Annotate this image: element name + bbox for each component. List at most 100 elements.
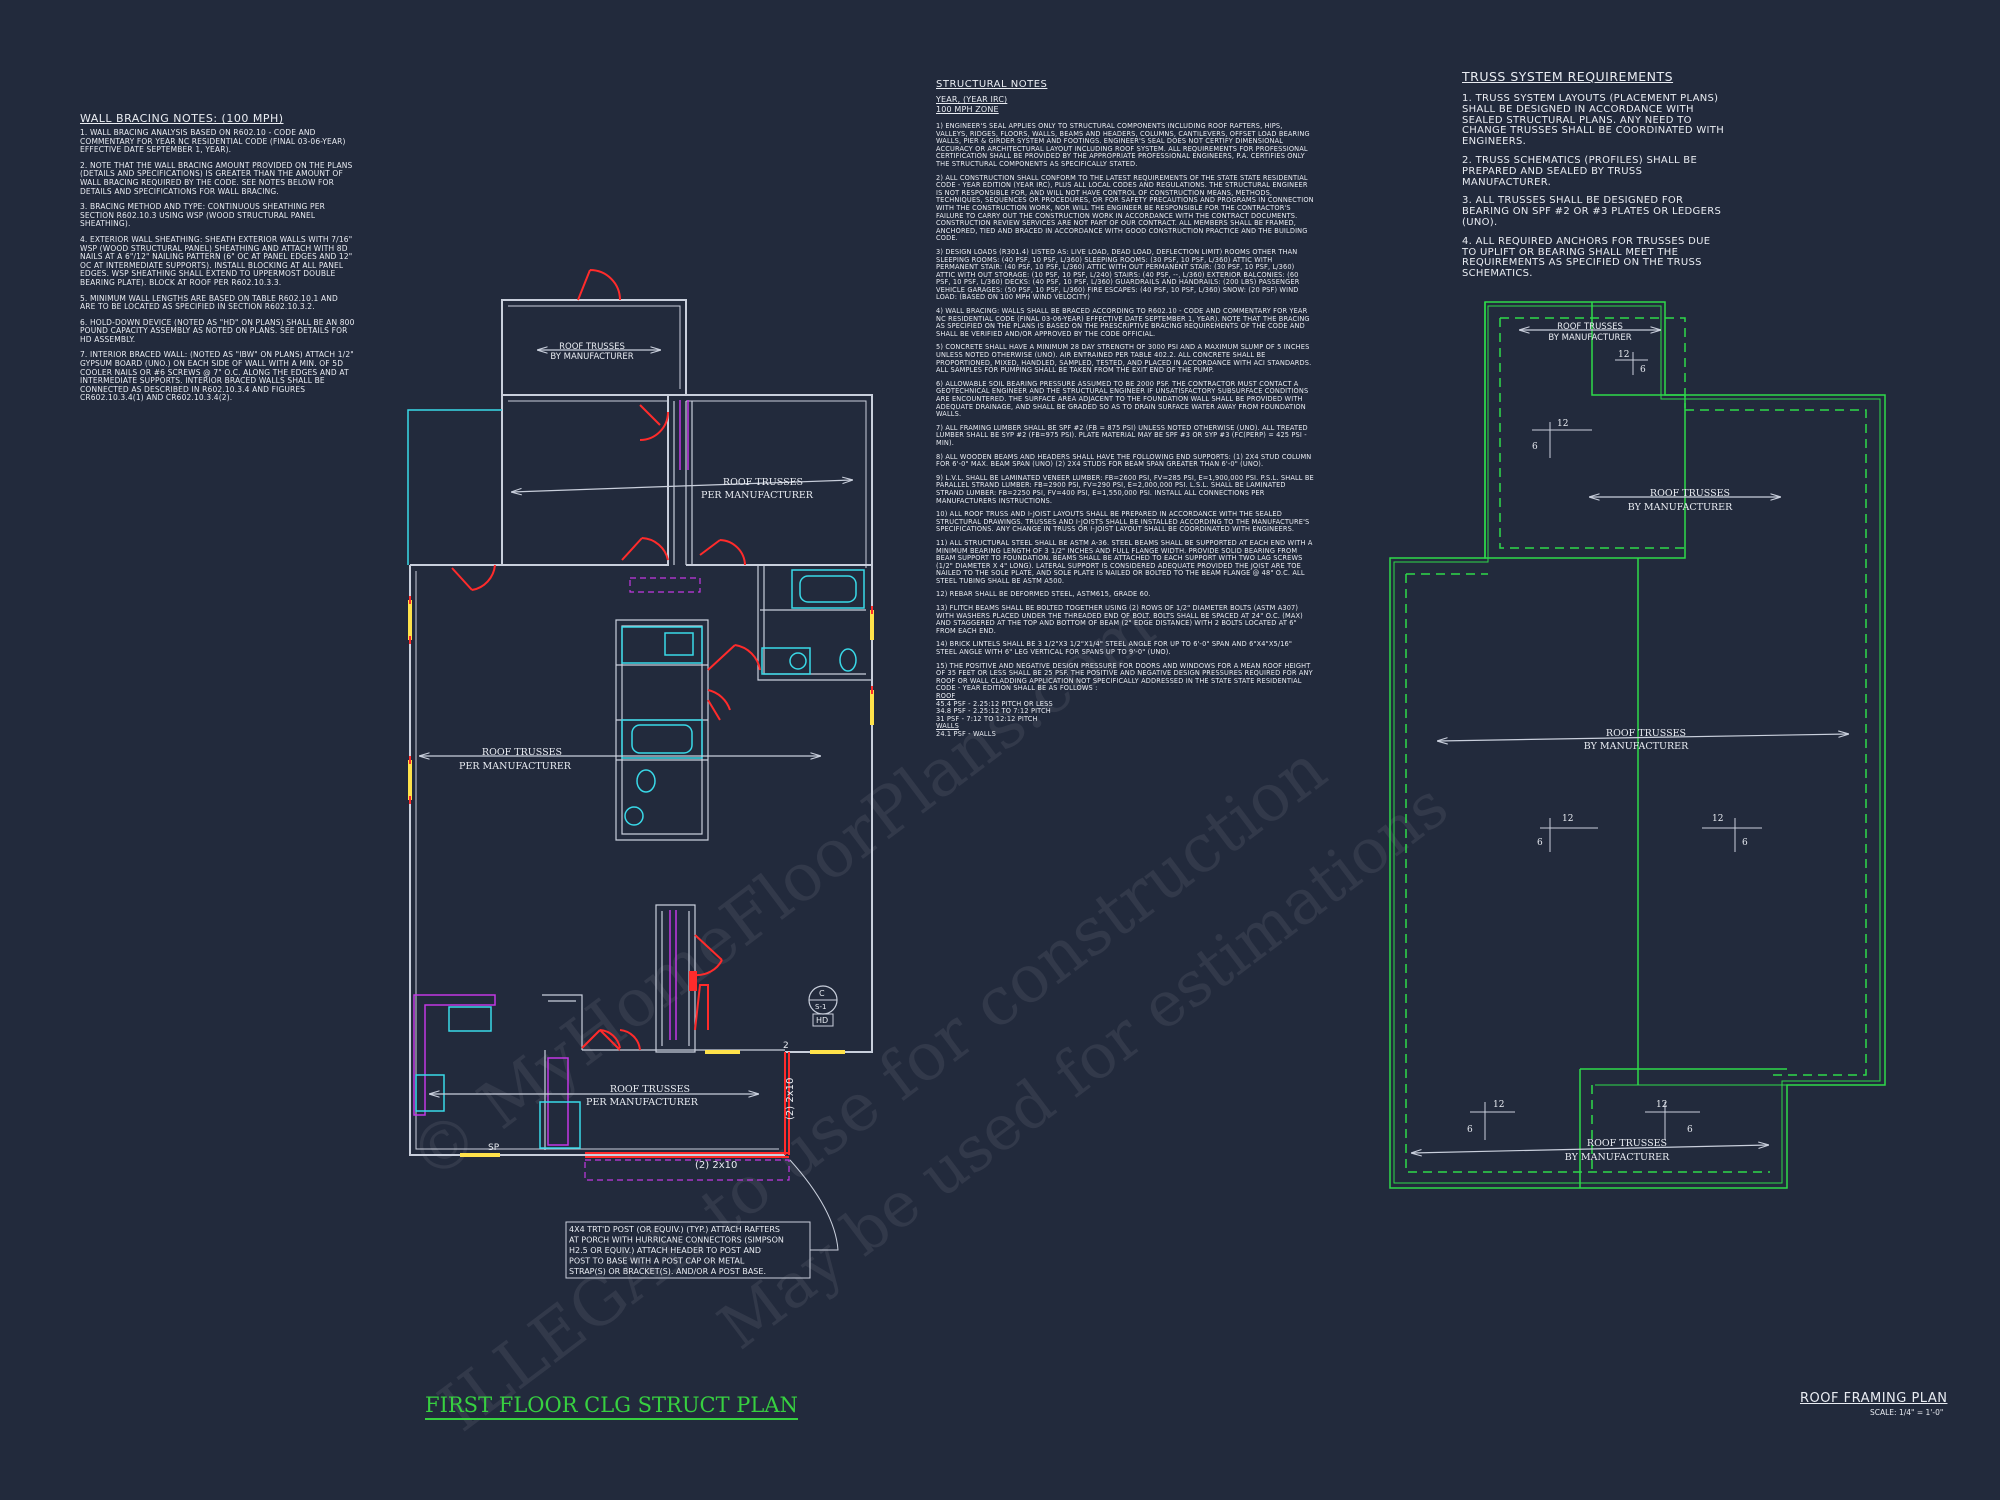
fridge bbox=[539, 1101, 581, 1149]
roof-pressure-line: 45.4 PSF - 2.25:12 PITCH OR LESS bbox=[936, 699, 1053, 708]
structural-note: 2) ALL CONSTRUCTION SHALL CONFORM TO THE… bbox=[936, 173, 1314, 243]
roof-gable-box bbox=[1484, 302, 1686, 559]
truss-requirement: 4. ALL REQUIRED ANCHORS FOR TRUSSES DUE … bbox=[1462, 235, 1711, 280]
door-bay bbox=[639, 404, 669, 441]
truss-label: PER MANUFACTURER bbox=[701, 490, 814, 501]
door-hall-2 bbox=[699, 539, 746, 566]
wall-bracing-notes: WALL BRACING NOTES: (100 MPH) 1. WALL BR… bbox=[80, 112, 355, 410]
roof-dashed-3 bbox=[1685, 409, 1867, 1076]
pitch-run: 6 bbox=[1532, 442, 1538, 452]
pitch-symbol bbox=[1645, 1102, 1700, 1140]
kitchen-sink bbox=[448, 1006, 492, 1032]
section-callout: C S-1 HD bbox=[808, 985, 838, 1027]
right-toilet bbox=[839, 648, 857, 672]
pitch-symbol bbox=[1470, 1102, 1515, 1140]
truss-requirements-heading: TRUSS SYSTEM REQUIREMENTS bbox=[1462, 69, 1674, 84]
truss-labels-roof: ROOF TRUSSES BY MANUFACTURER ROOF TRUSSE… bbox=[1548, 322, 1733, 1163]
truss-arrows-first-floor bbox=[420, 350, 852, 1094]
pitch-run: 6 bbox=[1467, 1125, 1473, 1135]
pitch-rise: 12 bbox=[1712, 814, 1723, 824]
roof-pressure-heading: ROOF bbox=[936, 692, 956, 700]
closet-beam bbox=[669, 910, 677, 1040]
structural-note: 12) REBAR SHALL BE DEFORMED STEEL, ASTM6… bbox=[936, 590, 1151, 599]
porch-beam-bottom bbox=[585, 1152, 789, 1158]
vanity-sink bbox=[664, 632, 694, 656]
pitch-run: 6 bbox=[1742, 838, 1748, 848]
roof-pressure-line: 31 PSF - 7:12 TO 12:12 PITCH bbox=[936, 714, 1038, 723]
structural-notes-heading: STRUCTURAL NOTES bbox=[936, 79, 1048, 90]
first-floor-plan bbox=[407, 299, 873, 1156]
truss-label: ROOF TRUSSES bbox=[1606, 728, 1686, 739]
roof-inner-outline bbox=[1393, 305, 1881, 1184]
range bbox=[415, 1074, 445, 1112]
door-ledge bbox=[694, 984, 709, 1031]
roof-plan-scale: SCALE: 1/4" = 1'-0" bbox=[1870, 1408, 1944, 1417]
post-marker bbox=[689, 971, 697, 991]
pitch-rise: 12 bbox=[1562, 814, 1573, 824]
pitch-run: 6 bbox=[1537, 838, 1543, 848]
structural-note: 5) CONCRETE SHALL HAVE A MINIMUM 28 DAY … bbox=[936, 343, 1312, 375]
door-top bbox=[577, 269, 621, 301]
structural-note: 7) ALL FRAMING LUMBER SHALL BE SPF #2 (F… bbox=[936, 423, 1308, 447]
wall-main-exterior bbox=[409, 564, 873, 1156]
hd-box bbox=[812, 1013, 834, 1027]
right-tub-basin bbox=[799, 575, 857, 603]
door-entry bbox=[581, 1029, 621, 1049]
bath-beam bbox=[629, 577, 701, 593]
truss-labels-first-floor: ROOF TRUSSES BY MANUFACTURER ROOF TRUSSE… bbox=[459, 342, 814, 1108]
roof-dashed-1 bbox=[1500, 317, 1686, 408]
pitch-symbol bbox=[1702, 818, 1762, 852]
structural-note: 14) BRICK LINTELS SHALL BE 3 1/2"x3 1/2"… bbox=[936, 640, 1293, 657]
post-callout: 4X4 TRT'D POST (OR EQUIV.) (TYP.) ATTACH… bbox=[565, 1159, 839, 1279]
door-entry-2 bbox=[599, 1029, 641, 1051]
pitch-rise: 12 bbox=[1618, 350, 1629, 360]
truss-arrow bbox=[1412, 1145, 1768, 1153]
bracing-ticks bbox=[409, 596, 873, 804]
pitch-rise: 12 bbox=[1656, 1100, 1667, 1110]
truss-arrow bbox=[512, 480, 852, 492]
roof-dashed-4 bbox=[1405, 573, 1770, 1173]
wall-main-inner bbox=[415, 571, 779, 1150]
truss-label: BY MANUFACTURER bbox=[1548, 333, 1631, 343]
callout-leader bbox=[789, 1159, 839, 1251]
pitch-symbols bbox=[1470, 352, 1762, 1140]
truss-label: ROOF TRUSSES bbox=[482, 747, 562, 758]
truss-label: BY MANUFACTURER bbox=[1584, 741, 1689, 752]
truss-label: PER MANUFACTURER bbox=[459, 761, 572, 772]
truss-label: ROOF TRUSSES bbox=[723, 477, 803, 488]
truss-label: BY MANUFACTURER bbox=[1565, 1152, 1670, 1163]
roof-lower-box bbox=[1579, 1068, 1787, 1188]
truss-label: ROOF TRUSSES bbox=[559, 342, 625, 352]
pitch-rise: 12 bbox=[1557, 419, 1568, 429]
wall-bracing-note: 3. BRACING METHOD AND TYPE: CONTINUOUS S… bbox=[80, 202, 325, 229]
structural-note: 11) ALL STRUCTURAL STEEL SHALL BE ASTM A… bbox=[936, 538, 1313, 585]
kitchen-counter bbox=[413, 994, 496, 1116]
truss-label: ROOF TRUSSES bbox=[1650, 488, 1730, 499]
pitch-symbol bbox=[1540, 818, 1598, 852]
truss-label: BY MANUFACTURER bbox=[550, 352, 633, 362]
porch-beam-bottom-mag bbox=[584, 1159, 790, 1181]
wall-upper-inner bbox=[508, 400, 867, 568]
roof-framing-plan bbox=[1389, 301, 1886, 1189]
truss-label: ROOF TRUSSES bbox=[1587, 1138, 1667, 1149]
structural-note: 15) THE POSITIVE AND NEGATIVE DESIGN PRE… bbox=[936, 661, 1313, 693]
door-bath bbox=[707, 644, 761, 671]
truss-requirement: 1. TRUSS SYSTEM LAYOUTS (PLACEMENT PLANS… bbox=[1462, 93, 1725, 148]
doors bbox=[451, 269, 761, 1051]
wall-bath-block bbox=[615, 619, 709, 841]
porch-beam-bottom-label: (2) 2x10 bbox=[695, 1160, 737, 1171]
walls-pressure-heading: WALLS bbox=[936, 722, 959, 731]
wall-entry bbox=[542, 994, 583, 1050]
wall-lower-corridor bbox=[544, 1049, 785, 1150]
truss-arrows-roof bbox=[1412, 330, 1848, 1153]
wall-bracing-note: 2. NOTE THAT THE WALL BRACING AMOUNT PRO… bbox=[80, 160, 353, 196]
callout-line: POST TO BASE WITH A POST CAP OR METAL bbox=[569, 1257, 745, 1266]
hd-label: HD bbox=[816, 1016, 828, 1025]
right-tub bbox=[791, 569, 865, 609]
sp-label: SP bbox=[488, 1143, 500, 1153]
left-sink bbox=[624, 806, 644, 826]
section-c-label: C bbox=[819, 989, 825, 998]
truss-requirement: 3. ALL TRUSSES SHALL BE DESIGNED FOR BEA… bbox=[1462, 195, 1722, 228]
door-hall-1 bbox=[621, 537, 669, 561]
